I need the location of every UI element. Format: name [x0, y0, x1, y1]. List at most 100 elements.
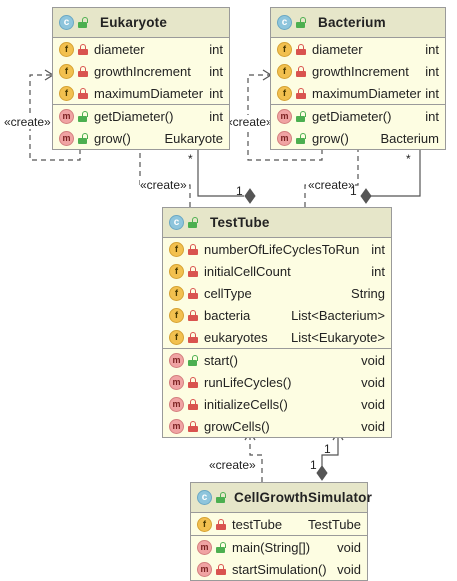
method-type: void — [337, 539, 361, 555]
create-label-testtube-eukaryote: «create» — [140, 178, 187, 192]
class-box-eukaryote[interactable]: c Eukaryote f diameter int f growthIncre… — [52, 7, 230, 150]
method-type: int — [209, 108, 223, 124]
method-name: start() — [204, 352, 238, 368]
field-type: TestTube — [308, 516, 361, 532]
multiplicity-many-eukaryote: * — [188, 152, 193, 166]
class-name: TestTube — [210, 215, 270, 230]
field-icon: f — [169, 263, 184, 279]
lock-icon — [188, 265, 198, 277]
multiplicity-one-bacterium: 1 — [350, 184, 357, 198]
method-icon: m — [277, 130, 292, 146]
field-name: diameter — [312, 41, 363, 57]
field-row: f maximumDiameter int — [271, 82, 445, 104]
field-type: int — [425, 85, 439, 101]
method-icon: m — [169, 374, 184, 390]
field-icon: f — [169, 285, 184, 301]
create-label-eukaryote-self: «create» — [4, 115, 51, 129]
methods-section: m getDiameter() int m grow() Eukaryote — [53, 105, 229, 149]
field-icon: f — [197, 516, 212, 532]
class-box-testtube[interactable]: c TestTube f numberOfLifeCyclesToRun int… — [162, 207, 392, 438]
field-name: bacteria — [204, 307, 251, 323]
field-row: f initialCellCount int — [163, 260, 391, 282]
method-row: m grow() Eukaryote — [53, 127, 229, 149]
lock-icon — [188, 376, 198, 388]
field-type: int — [371, 241, 385, 257]
field-row: f maximumDiameter int — [53, 82, 229, 104]
field-row: f growthIncrement int — [271, 60, 445, 82]
eukaryote-create-self-line — [29, 74, 81, 161]
method-row: m startSimulation() void — [191, 558, 367, 580]
class-header: c Bacterium — [271, 8, 445, 38]
method-type: Eukaryote — [164, 130, 223, 146]
method-name: getDiameter() — [312, 108, 392, 124]
field-name: eukaryotes — [204, 329, 268, 345]
method-icon: m — [59, 108, 74, 124]
lock-icon — [296, 87, 306, 99]
field-name: growthIncrement — [312, 63, 409, 79]
open-lock-icon — [296, 110, 306, 122]
lock-icon — [188, 287, 198, 299]
create-label-testtube-bacterium: «create» — [308, 178, 355, 192]
field-type: int — [371, 263, 385, 279]
aggregation-eukaryote-line — [197, 140, 244, 197]
create-label-bacterium-self: «create» — [226, 115, 273, 129]
class-icon: c — [169, 215, 184, 230]
field-type: String — [351, 285, 385, 301]
field-row: f diameter int — [271, 38, 445, 60]
lock-icon — [78, 87, 88, 99]
open-lock-icon — [296, 132, 306, 144]
create-label-simulator-testtube: «create» — [209, 458, 256, 472]
method-name: startSimulation() — [232, 561, 327, 577]
aggregation-diamond-1 — [244, 188, 256, 204]
method-icon: m — [169, 352, 184, 368]
field-icon: f — [59, 85, 74, 101]
fields-section: f diameter int f growthIncrement int f m… — [271, 38, 445, 105]
lock-icon — [296, 43, 306, 55]
field-icon: f — [169, 241, 184, 257]
open-lock-icon — [216, 541, 226, 553]
method-icon: m — [197, 539, 212, 555]
lock-icon — [78, 43, 88, 55]
field-row: f numberOfLifeCyclesToRun int — [163, 238, 391, 260]
open-lock-icon — [296, 17, 306, 28]
multiplicity-one-simulator: 1 — [310, 458, 317, 472]
lock-icon — [216, 563, 226, 575]
lock-icon — [188, 309, 198, 321]
field-icon: f — [277, 41, 292, 57]
aggregation-diamond-2 — [360, 188, 372, 204]
field-type: int — [209, 85, 223, 101]
method-row: m main(String[]) void — [191, 536, 367, 558]
method-icon: m — [197, 561, 212, 577]
field-name: growthIncrement — [94, 63, 191, 79]
bacterium-create-self-line — [247, 74, 323, 161]
field-row: f eukaryotes List<Eukaryote> — [163, 326, 391, 348]
aggregation-bacterium-line — [366, 140, 421, 197]
lock-icon — [188, 398, 198, 410]
field-row: f bacteria List<Bacterium> — [163, 304, 391, 326]
method-type: void — [337, 561, 361, 577]
method-type: void — [361, 352, 385, 368]
field-row: f cellType String — [163, 282, 391, 304]
simulator-create-testtube-line — [249, 432, 263, 482]
class-icon: c — [277, 15, 292, 30]
field-icon: f — [59, 63, 74, 79]
field-name: initialCellCount — [204, 263, 291, 279]
field-name: testTube — [232, 516, 283, 532]
field-name: maximumDiameter — [312, 85, 422, 101]
testtube-create-eukaryote-line — [139, 140, 191, 207]
method-row: m initializeCells() void — [163, 393, 391, 415]
method-row: m grow() Bacterium — [271, 127, 445, 149]
class-header: c TestTube — [163, 208, 391, 238]
fields-section: f diameter int f growthIncrement int f m… — [53, 38, 229, 105]
simulator-aggregation-line — [321, 432, 339, 468]
fields-section: f testTube TestTube — [191, 513, 367, 536]
field-row: f testTube TestTube — [191, 513, 367, 535]
class-box-bacterium[interactable]: c Bacterium f diameter int f growthIncre… — [270, 7, 446, 150]
class-box-cellgrowthsimulator[interactable]: c CellGrowthSimulator f testTube TestTub… — [190, 482, 372, 581]
method-icon: m — [59, 130, 74, 146]
method-icon: m — [169, 418, 184, 434]
method-name: grow() — [94, 130, 131, 146]
class-header: c CellGrowthSimulator — [191, 483, 372, 513]
field-name: maximumDiameter — [94, 85, 204, 101]
